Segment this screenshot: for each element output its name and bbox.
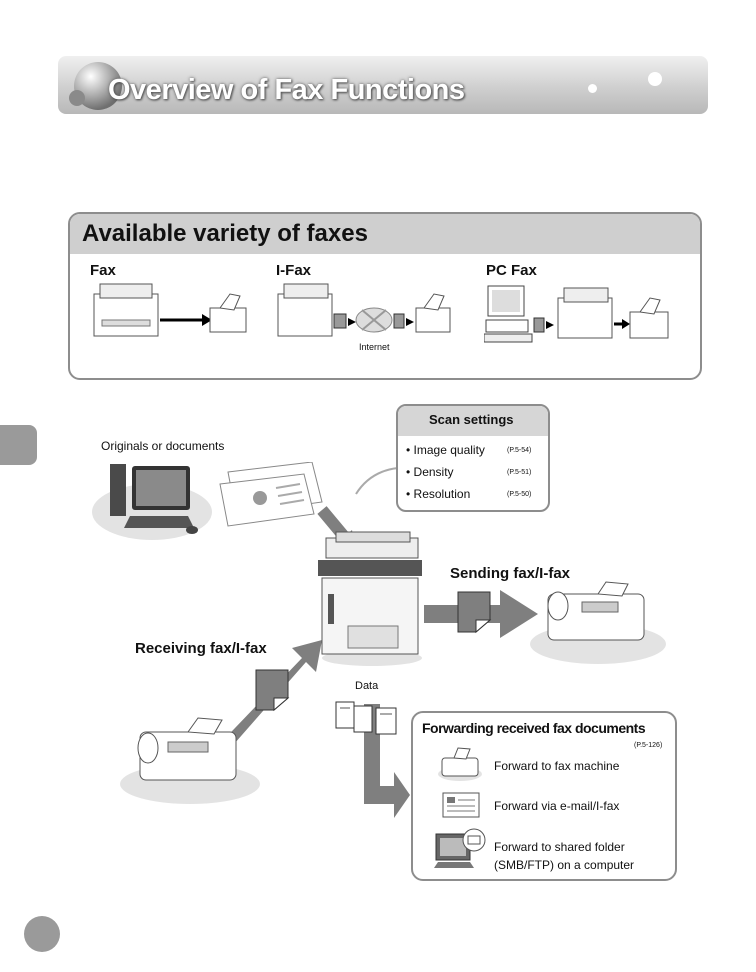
internet-label: Internet	[359, 342, 390, 352]
fax-to-fax-icon	[93, 283, 247, 337]
chapter-tab	[0, 425, 37, 465]
pcfax-icon	[484, 285, 669, 343]
scan-ref: (P.5-51)	[507, 469, 532, 476]
scan-ref: (P.5-50)	[507, 491, 532, 498]
forward-email-label: Forward via e-mail/I-fax	[494, 799, 620, 813]
scan-item-resolution: • Resolution	[406, 487, 471, 501]
forwarding-ref: (P.5-126)	[634, 742, 663, 749]
decor-dot	[648, 72, 662, 86]
sending-label: Sending fax/I-fax	[450, 565, 571, 582]
page-title: Overview of Fax Functions	[108, 74, 465, 106]
data-files-icon	[335, 701, 397, 735]
receiving-label: Receiving fax/I-fax	[135, 640, 267, 657]
documents-icon	[219, 462, 323, 527]
data-label: Data	[355, 680, 379, 692]
header-sphere-icon	[69, 62, 122, 110]
scan-item-density: • Density	[406, 465, 454, 479]
document-page-icon	[457, 591, 492, 634]
scan-settings-header-band	[398, 406, 548, 436]
forward-fax-label: Forward to fax machine	[494, 759, 620, 773]
document-page-icon	[255, 669, 290, 712]
variety-header-band	[70, 214, 700, 254]
variety-title: Available variety of faxes	[82, 220, 368, 247]
shared-folder-computer-icon	[434, 828, 486, 868]
fax-machine-icon	[438, 747, 482, 781]
decor-dot	[588, 84, 597, 93]
scan-settings-title: Scan settings	[429, 412, 514, 427]
page-number-marker	[24, 916, 60, 952]
pcfax-type-label: PC Fax	[486, 262, 537, 279]
forward-folder-label-line2: (SMB/FTP) on a computer	[494, 858, 635, 872]
email-icon	[442, 792, 480, 818]
forward-folder-label: Forward to shared folder	[494, 840, 625, 854]
ifax-type-label: I-Fax	[276, 262, 312, 279]
source-fax-machine-icon	[120, 717, 260, 804]
fax-type-label: Fax	[90, 262, 116, 279]
originals-label: Originals or documents	[101, 439, 225, 453]
scan-item-image-quality: • Image quality	[406, 443, 485, 457]
header-banner	[58, 56, 708, 114]
scan-settings-box	[396, 404, 550, 512]
destination-fax-machine-icon	[530, 581, 666, 664]
multifunction-printer-icon	[318, 531, 422, 666]
computer-icon	[92, 464, 212, 540]
scan-ref: (P.5-54)	[507, 447, 532, 454]
ifax-internet-icon	[277, 283, 451, 337]
forwarding-title: Forwarding received fax documents	[422, 720, 646, 736]
